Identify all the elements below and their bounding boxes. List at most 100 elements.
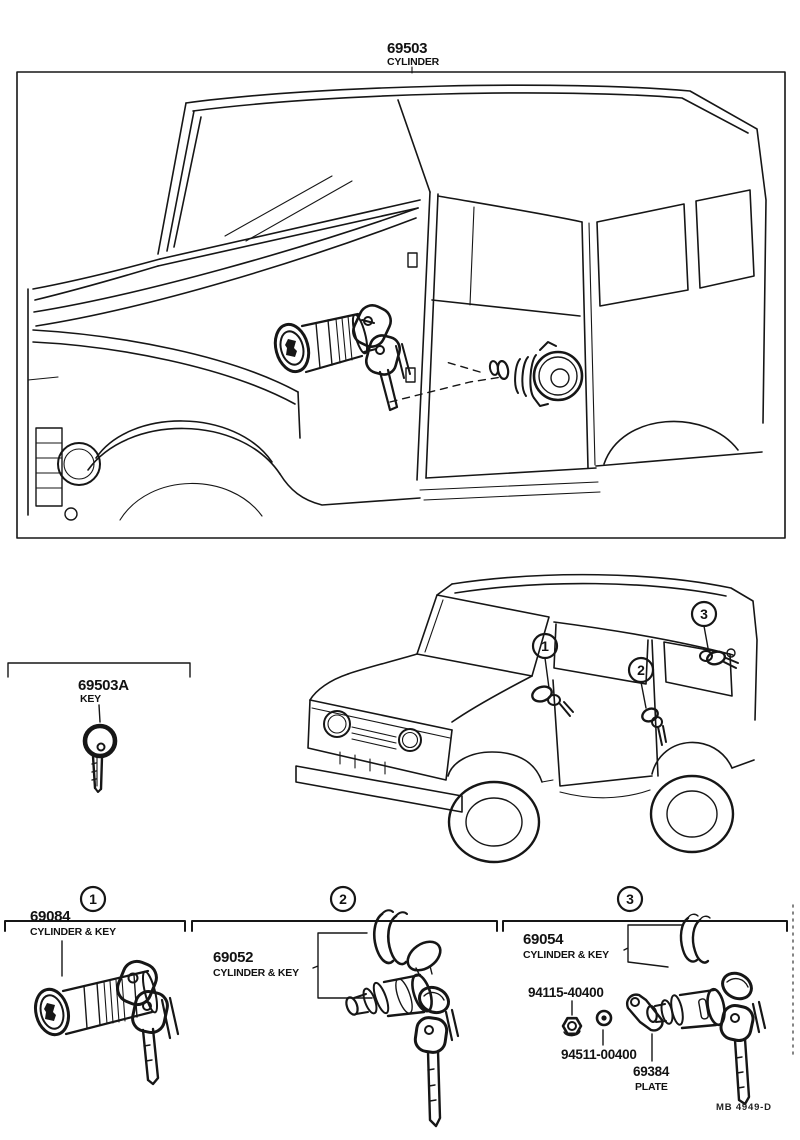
line-art: [437, 584, 452, 595]
line-art: [669, 994, 685, 1025]
line-art: [308, 700, 452, 780]
line-art: [120, 483, 262, 520]
leader: [99, 705, 100, 722]
line-art: [732, 760, 754, 768]
line-art: [530, 355, 536, 398]
line-art: [731, 1014, 739, 1022]
line-art: [736, 1057, 744, 1088]
line-art: [186, 85, 766, 423]
callout-1-leader: [545, 658, 549, 688]
section-3-bracket: [503, 921, 787, 931]
line-art: [361, 987, 379, 1015]
line-art: [540, 342, 556, 350]
part-number-69054: 69054: [523, 931, 564, 948]
line-art: [310, 700, 452, 730]
section-1: 69084 CYLINDER & KEY: [30, 908, 178, 1084]
line-art: [376, 346, 384, 354]
line-art: [340, 752, 385, 774]
keyway: [44, 1003, 56, 1021]
line-art: [36, 218, 416, 326]
part-name-key: KEY: [80, 693, 101, 705]
figure-frame: [17, 72, 785, 538]
vehicle-overview-art: [296, 575, 757, 862]
headlight: [58, 443, 100, 485]
line-art: [551, 369, 569, 387]
headlight: [399, 729, 421, 751]
line-art: [705, 988, 727, 1026]
line-art: [406, 368, 415, 382]
callout-2-number: 2: [637, 662, 645, 678]
line-art: [658, 726, 666, 745]
section-2: 69052 CYLINDER & KEY: [213, 910, 458, 1126]
line-art: [371, 981, 391, 1014]
line-art: [640, 706, 660, 724]
line-art: [33, 342, 295, 404]
line-art: [392, 977, 415, 1015]
line-art: [31, 986, 73, 1038]
line-art: [174, 117, 201, 247]
keyway: [285, 339, 297, 357]
line-art: [316, 320, 332, 368]
part-number-69503: 69503: [387, 40, 427, 57]
part-number-69084: 69084: [30, 908, 71, 925]
line-art: [700, 651, 712, 661]
line-art: [425, 1026, 433, 1034]
callout-3-number: 3: [700, 606, 708, 622]
line-art: [530, 684, 554, 704]
part-name-1: CYLINDER & KEY: [30, 926, 116, 938]
line-art: [374, 914, 393, 963]
line-art: [589, 223, 595, 465]
line-art: [306, 356, 362, 372]
line-art: [681, 918, 697, 962]
line-art: [489, 360, 499, 375]
section-brackets: 1 2 3: [5, 887, 787, 931]
line-art: [382, 910, 407, 916]
line-art: [92, 763, 96, 780]
key-head: [113, 957, 160, 1009]
line-art: [452, 676, 532, 722]
leader-box: [624, 925, 682, 967]
section-3-callout-circle: [618, 887, 642, 911]
line-art: [380, 370, 397, 410]
line-art: [98, 744, 105, 751]
part-number-69503A: 69503A: [78, 677, 129, 694]
line-art: [568, 1022, 576, 1030]
line-art: [143, 1029, 158, 1084]
key-head: [415, 983, 452, 1017]
line-art: [515, 359, 520, 393]
line-art: [582, 222, 588, 468]
line-art: [396, 344, 410, 378]
line-art: [680, 990, 716, 1028]
part-number-94511-00400: 94511-00400: [561, 1047, 637, 1062]
line-art: [753, 1002, 765, 1032]
line-art: [398, 100, 430, 192]
line-art: [597, 1011, 611, 1025]
line-art: [426, 194, 438, 478]
line-art: [446, 362, 480, 372]
line-art: [597, 204, 688, 306]
line-art: [364, 317, 372, 325]
callout-3-leader: [704, 626, 708, 648]
line-art: [424, 993, 444, 1000]
line-art: [667, 791, 717, 837]
line-art: [28, 377, 58, 380]
part-name-3: CYLINDER & KEY: [523, 949, 609, 961]
line-art: [735, 1039, 749, 1104]
line-art: [564, 1031, 580, 1036]
line-art: [539, 357, 577, 395]
line-art: [298, 392, 300, 438]
line-art: [432, 300, 580, 316]
line-art: [96, 421, 272, 462]
line-art: [596, 452, 762, 466]
line-art: [452, 575, 757, 720]
line-art: [426, 468, 596, 478]
line-art: [158, 103, 186, 254]
door-cylinder-art-main: [489, 342, 582, 406]
line-art: [344, 996, 360, 1016]
line-art: [280, 474, 420, 505]
line-art: [270, 321, 313, 376]
line-art: [88, 428, 280, 474]
section-3: 69054 CYLINDER & KEY 94115-40400 94511-0…: [523, 914, 765, 1104]
section-1-bracket: [5, 921, 185, 931]
